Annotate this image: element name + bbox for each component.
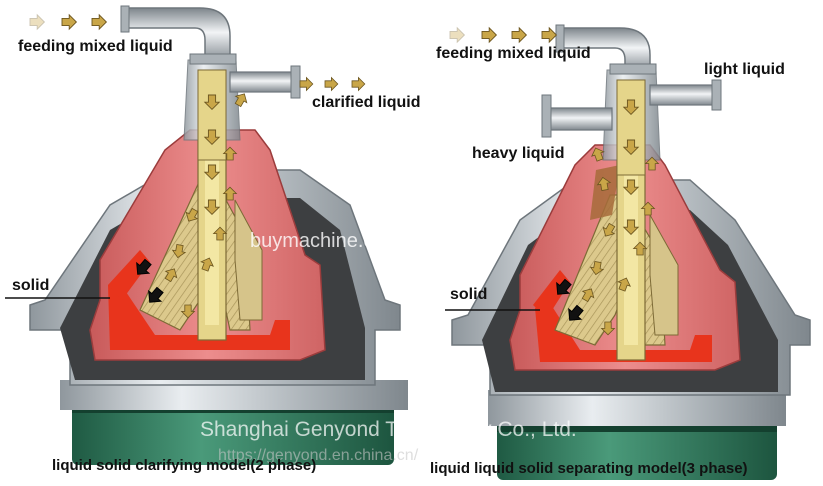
right-feed-arrows — [449, 27, 557, 43]
watermark-url: https://genyond.en.china.cn/ — [218, 447, 419, 464]
right-heavy-label: heavy liquid — [472, 145, 565, 162]
right-heavy-outlet — [547, 107, 613, 131]
left-solid-label: solid — [12, 277, 50, 294]
right-caption: liquid liquid solid separating model(3 p… — [430, 460, 748, 477]
right-centrifuge — [445, 24, 811, 480]
right-metal-band — [488, 390, 786, 426]
left-clarified-outlet — [229, 71, 296, 93]
right-light-outlet — [649, 84, 716, 106]
watermark-site: buymachine.en.com — [250, 230, 429, 252]
watermark-company: Shanghai Genyond Technology Co., Ltd. — [200, 418, 577, 441]
left-clarified-arrows — [299, 77, 366, 91]
left-clarified-label: clarified liquid — [312, 94, 421, 111]
right-feed-label: feeding mixed liquid — [436, 45, 591, 62]
right-light-label: light liquid — [704, 61, 785, 78]
left-caption: liquid solid clarifying model(2 phase) — [52, 457, 317, 474]
left-centrifuge — [5, 5, 408, 465]
left-base — [72, 405, 394, 465]
left-feed-label: feeding mixed liquid — [18, 38, 173, 55]
right-solid-label: solid — [450, 286, 488, 303]
left-feed-arrows — [29, 14, 107, 30]
right-base — [497, 425, 777, 480]
right-sludge — [535, 300, 712, 362]
